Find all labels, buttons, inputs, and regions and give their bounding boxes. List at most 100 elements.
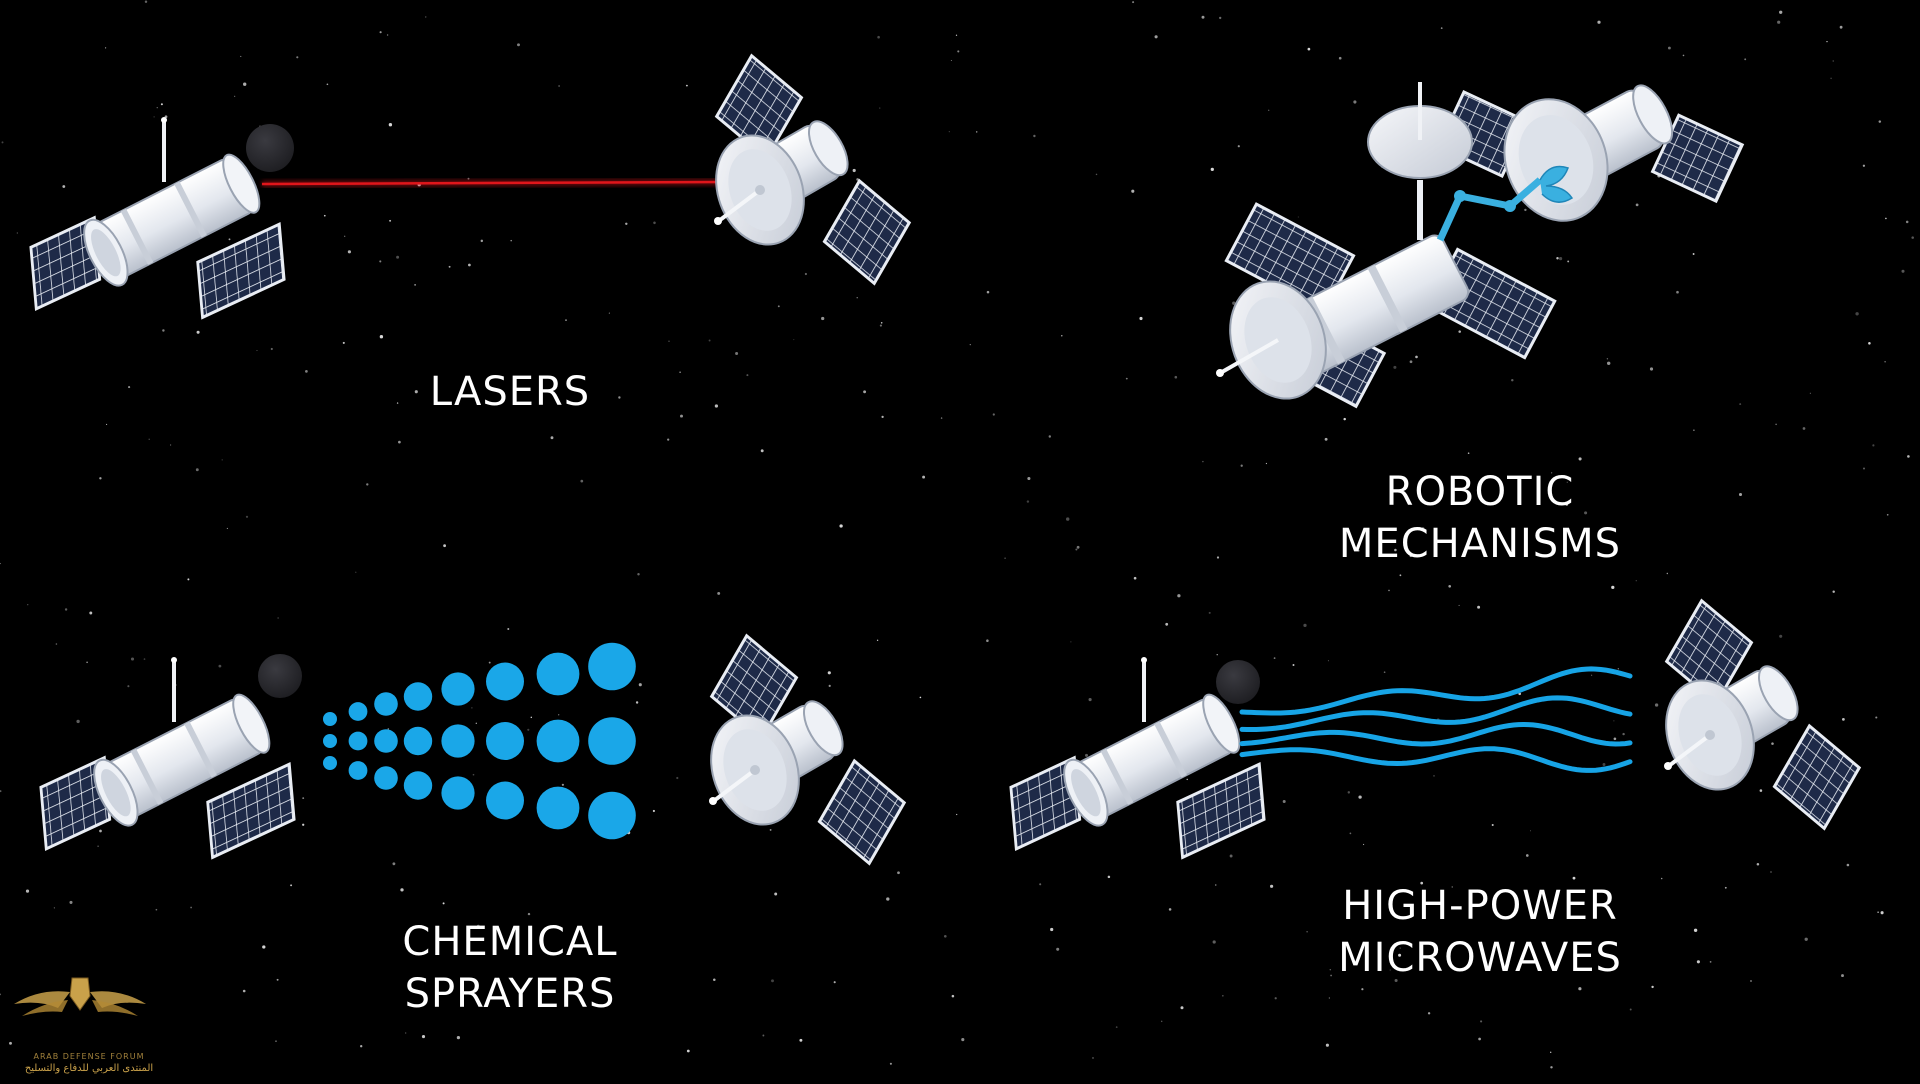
star [1750,980,1752,982]
star [1327,660,1329,662]
star [1611,585,1615,590]
star [1480,1020,1483,1023]
spray-droplet [441,724,475,758]
watermark-arabic: المنتدى العربي للدفاع والتسليح [24,1063,154,1074]
star [344,235,346,237]
star [827,671,831,675]
spray-droplet [323,756,337,770]
star [1208,611,1211,614]
microwave-wave [1239,746,1633,773]
star [881,415,884,419]
star [475,722,477,724]
star [221,459,223,461]
star [472,773,475,776]
star [25,889,30,893]
star [468,263,471,267]
star [1076,545,1080,549]
star [1075,548,1078,551]
spray-droplet [348,731,368,751]
star [1415,355,1418,359]
star [1353,100,1357,104]
star [1338,56,1342,60]
star [653,221,656,225]
star [762,1034,765,1037]
star [897,871,900,875]
star [1165,622,1169,626]
star [366,483,369,486]
star [1862,164,1866,167]
star [1131,189,1135,193]
star [1349,832,1352,835]
spray-droplet [348,702,368,721]
star [342,341,345,344]
star [160,103,163,106]
star [992,413,995,416]
star [877,35,880,39]
star [922,475,926,479]
star [1744,58,1747,61]
star [1174,375,1178,379]
star [799,1038,803,1042]
star [1237,145,1240,148]
star [1115,1026,1118,1028]
star [793,339,795,341]
star [852,168,856,173]
star [1550,1051,1552,1053]
chemical-spray [323,642,636,840]
star [1660,877,1663,880]
label-robotic-line1: ROBOTIC [1385,469,1575,515]
star [1180,1006,1184,1010]
star [240,55,242,57]
star [969,343,971,346]
star [1210,167,1214,172]
star [1409,554,1413,558]
star [476,924,480,928]
star [1578,987,1582,991]
star [1330,974,1332,977]
star [1026,500,1030,503]
star [1855,312,1859,316]
star [717,591,721,595]
star [668,340,670,342]
star [190,906,192,909]
star [638,683,642,687]
star [1846,863,1850,867]
star [1775,423,1777,426]
star [652,809,655,813]
robotic-scene [1216,82,1745,409]
star [1292,664,1295,666]
star [879,324,882,327]
star [833,981,836,984]
star [1832,60,1834,62]
star [1467,452,1470,455]
star [1886,513,1889,516]
star [1273,657,1276,659]
star [76,719,80,724]
star [1550,1066,1553,1069]
label-microwaves-line2: MICROWAVES [1338,935,1622,981]
spray-droplet [588,791,636,840]
star [130,657,135,661]
star [950,59,952,62]
star [414,390,418,394]
laser-beam [261,180,723,186]
star [1232,301,1236,305]
spray-droplet [403,682,433,711]
star [1559,257,1563,261]
star [1361,988,1364,991]
star [1622,732,1625,736]
star [245,515,249,518]
star [162,329,165,332]
spray-droplet [441,672,475,706]
star [943,934,947,938]
spray-droplet [348,761,368,780]
star [530,716,533,719]
label-robotic-mechanisms: ROBOTIC MECHANISMS [1280,466,1680,570]
star [708,339,711,342]
star [1329,968,1332,971]
star [510,239,512,242]
star [507,627,510,631]
satellite-icon [694,633,912,866]
